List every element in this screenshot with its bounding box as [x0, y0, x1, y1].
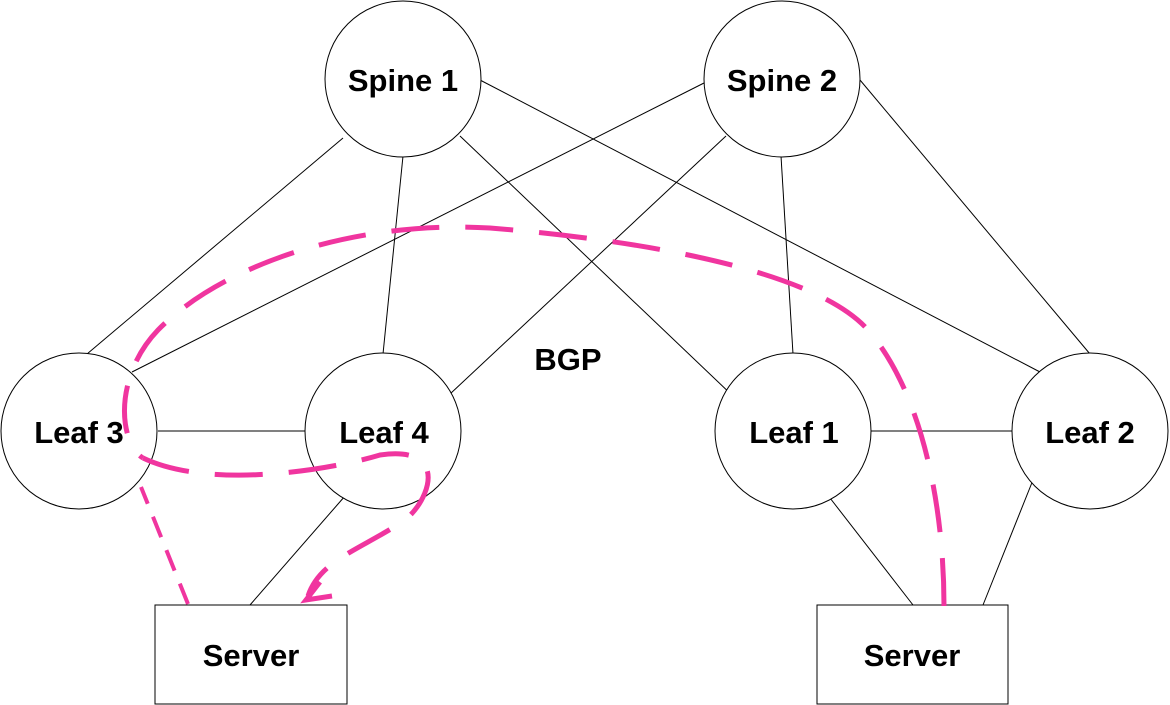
path-arrowhead: [300, 580, 333, 604]
server-left-node: [154, 604, 348, 705]
link-spine1-leaf2: [479, 79, 1041, 373]
leaf1-label: Leaf 1: [749, 415, 839, 450]
leaf1-node: [714, 352, 872, 510]
path-leaf3-to-leaf4-to-server-left: [141, 451, 431, 597]
leaf3-label: Leaf 3: [34, 415, 124, 450]
link-spine2-leaf4: [449, 135, 727, 395]
spine2-node: [703, 0, 861, 158]
leaf4-label: Leaf 4: [339, 415, 429, 450]
path-server-right-over-spine-to-leaf3: [122, 224, 947, 607]
link-spine2-leaf2: [859, 79, 1091, 355]
spine1-label: Spine 1: [348, 63, 458, 98]
traffic-path: [122, 224, 947, 607]
link-leaf2-server-right: [982, 479, 1034, 606]
server-left-label: Server: [203, 638, 300, 673]
leaf2-node: [1011, 352, 1169, 510]
link-leaf1-server-right: [829, 497, 914, 606]
server-right-label: Server: [864, 638, 961, 673]
server-right-node: [816, 604, 1009, 705]
link-spine1-leaf3: [86, 137, 344, 355]
spine2-label: Spine 2: [727, 63, 837, 98]
path-server-left-to-leaf3: [139, 486, 190, 605]
leaf3-node: [0, 352, 158, 510]
bgp-label: BGP: [534, 342, 601, 377]
link-spine2-leaf1: [780, 155, 794, 355]
spine1-node: [324, 0, 482, 158]
link-spine1-leaf4: [382, 155, 404, 355]
leaf4-node: [304, 352, 462, 510]
leaf2-label: Leaf 2: [1045, 415, 1135, 450]
labels: Spine 1 Spine 2 Leaf 3 Leaf 4 Leaf 1 Lea…: [34, 63, 1135, 673]
link-spine1-leaf1: [459, 135, 736, 399]
link-leaf4-server-left: [249, 495, 346, 606]
